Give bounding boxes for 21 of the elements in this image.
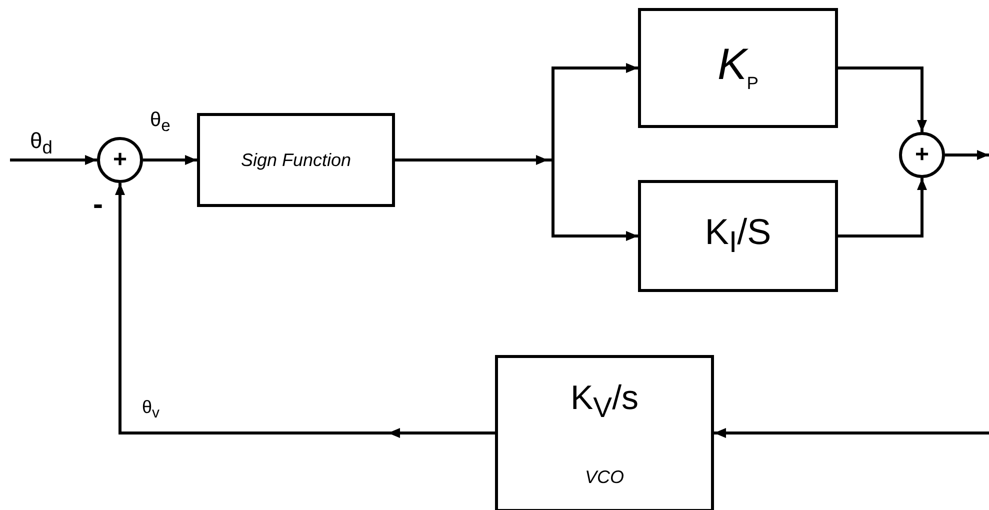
transfer-function: K$_{P}$ bbox=[717, 43, 759, 93]
transfer-function: K$_{V}$/s bbox=[570, 380, 639, 422]
block-caption: VCO bbox=[584, 468, 624, 486]
arrow bbox=[945, 150, 989, 160]
transfer-function: K$_{I}$/S bbox=[704, 214, 772, 258]
block-box bbox=[638, 180, 838, 292]
edge-label: θ$_{d}$ bbox=[30, 130, 52, 157]
sign-symbol: + bbox=[112, 148, 127, 172]
arrow bbox=[714, 428, 989, 438]
arrow bbox=[838, 178, 927, 238]
summing-junction bbox=[97, 137, 143, 183]
arrow bbox=[143, 155, 197, 165]
block-box bbox=[197, 113, 395, 207]
sign-symbol: + bbox=[914, 143, 929, 167]
arrow bbox=[115, 183, 495, 434]
block-box bbox=[638, 8, 838, 128]
summing-junction bbox=[899, 132, 945, 178]
arrow bbox=[838, 66, 927, 132]
transfer-function: Sign Function bbox=[240, 151, 352, 169]
block-box bbox=[495, 355, 714, 510]
arrow bbox=[10, 155, 97, 165]
